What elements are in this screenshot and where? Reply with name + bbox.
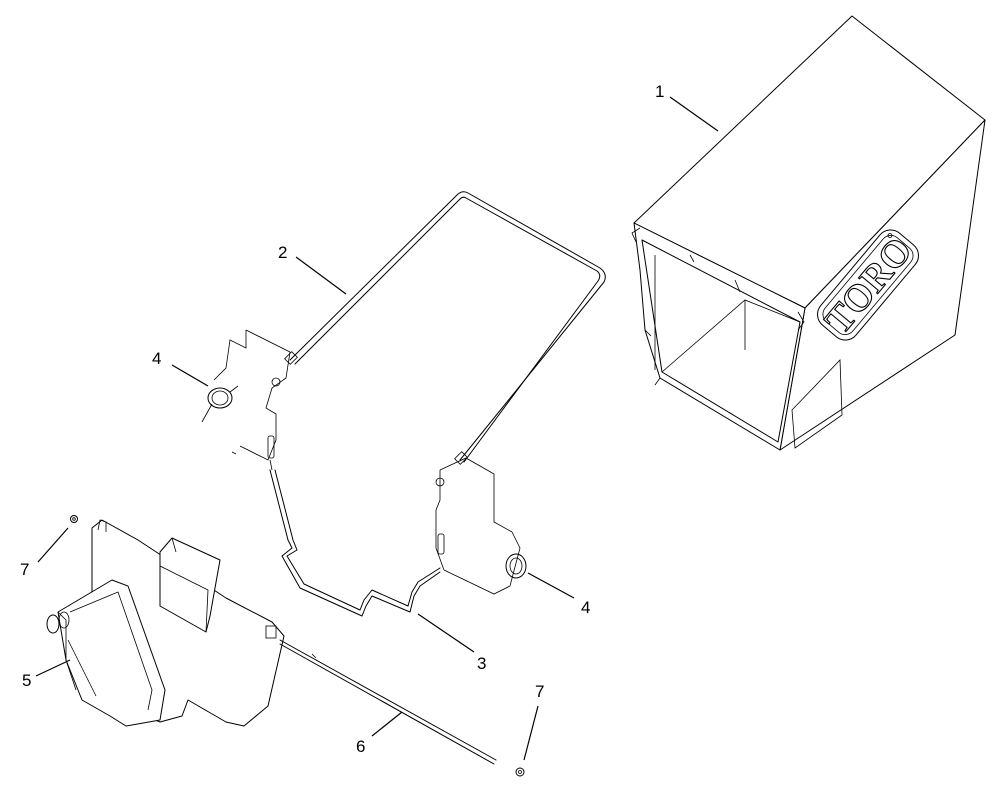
part-1-grass-bag: TORO [631,15,986,451]
left-bracket [213,329,291,471]
part-5-housing [46,519,285,727]
part-4-spring-right [505,553,527,579]
right-bracket [435,457,521,595]
part-7-nut-bottom [515,767,525,777]
callout-7-top: 7 [20,560,29,579]
callout-3: 3 [477,654,486,673]
callout-1: 1 [655,82,664,101]
leader-lines [35,96,719,761]
callout-2: 2 [278,243,287,262]
part-4-spring-left [201,385,239,423]
callout-7-bottom: 7 [535,682,544,701]
part-3-lower-rod [269,469,441,617]
part-7-nut-top [70,515,78,523]
callout-4-left: 4 [152,349,161,368]
callout-labels: 1 2 3 4 4 5 6 7 7 [20,82,664,756]
part-6-hinge-rod [279,639,497,765]
part-2-frame-rod [284,191,606,465]
callout-6: 6 [356,737,365,756]
callout-5: 5 [22,671,31,690]
callout-4-right: 4 [581,598,590,617]
